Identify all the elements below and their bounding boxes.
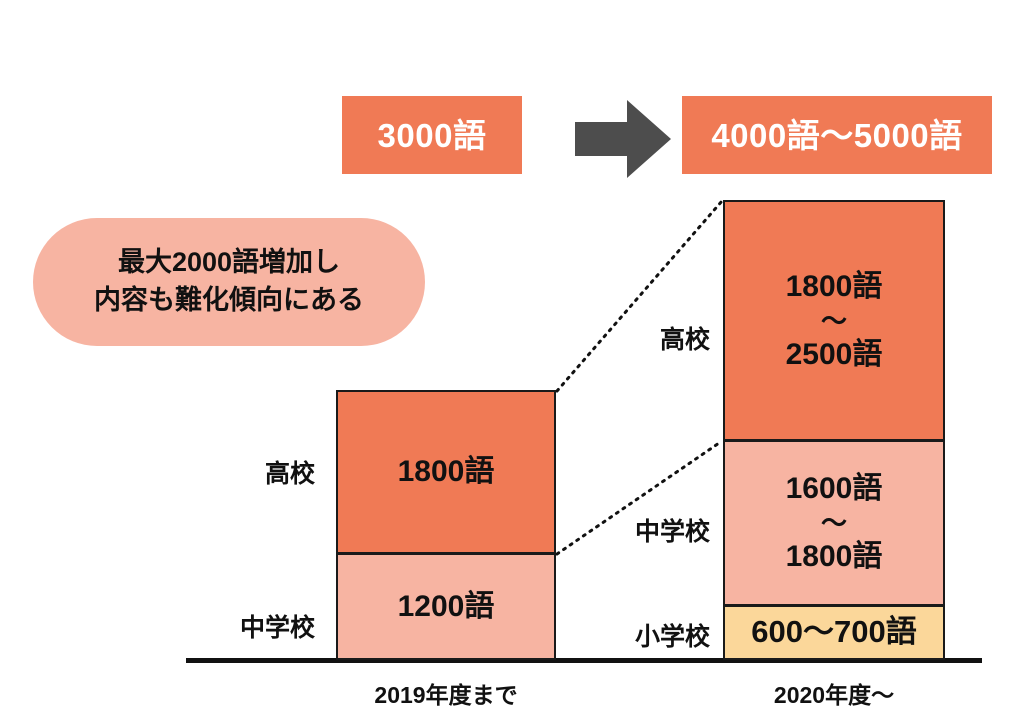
total-after-badge: 4000語〜5000語 (682, 96, 992, 174)
bar-right-value-junior-high-max: 1800語 (785, 540, 883, 573)
callout-bubble: 最大2000語増加し 内容も難化傾向にある (33, 218, 425, 346)
connector-top (555, 199, 724, 393)
bar-right-segment-junior-high: 1600語 〜 1800語 (723, 440, 945, 606)
total-before-badge: 3000語 (342, 96, 522, 174)
bar-right-value-high-school-min: 1800語 (785, 269, 883, 303)
bar-right-segment-label-elementary: 小学校 (634, 623, 710, 651)
bar-right-value-junior-high-min: 1600語 (785, 472, 883, 506)
x-axis-label-2019: 2019年度まで (374, 682, 518, 708)
bar-left-segment-high-school: 1800語 (336, 390, 556, 554)
bar-left-value-high-school: 1800語 (397, 455, 495, 489)
bar-right-segment-elementary: 600〜700語 (723, 605, 945, 660)
bar-right-segment-high-school: 1800語 〜 2500語 (723, 200, 945, 441)
bar-left-segment-label-high-school: 高校 (264, 460, 315, 488)
bar-right-value-high-school-max: 2500語 (785, 337, 883, 371)
bar-right-value-elementary: 600〜700語 (751, 614, 917, 650)
baseline-axis (186, 658, 982, 663)
bar-right-segment-label-junior-high: 中学校 (634, 518, 710, 546)
bar-right-value-junior-high-tilde: 〜 (820, 508, 847, 538)
x-axis-label-2020: 2020年度〜 (773, 682, 895, 708)
bar-right-value-high-school-tilde: 〜 (820, 305, 847, 336)
bar-left-value-junior-high: 1200語 (397, 589, 495, 623)
bar-left-segment-junior-high: 1200語 (336, 553, 556, 660)
bar-left-segment-label-junior-high: 中学校 (239, 614, 315, 642)
callout-line-1: 最大2000語増加し (117, 247, 341, 278)
right-arrow-icon (575, 100, 671, 178)
bar-right-segment-label-high-school: 高校 (659, 326, 710, 354)
callout-line-2: 内容も難化傾向にある (94, 285, 364, 315)
